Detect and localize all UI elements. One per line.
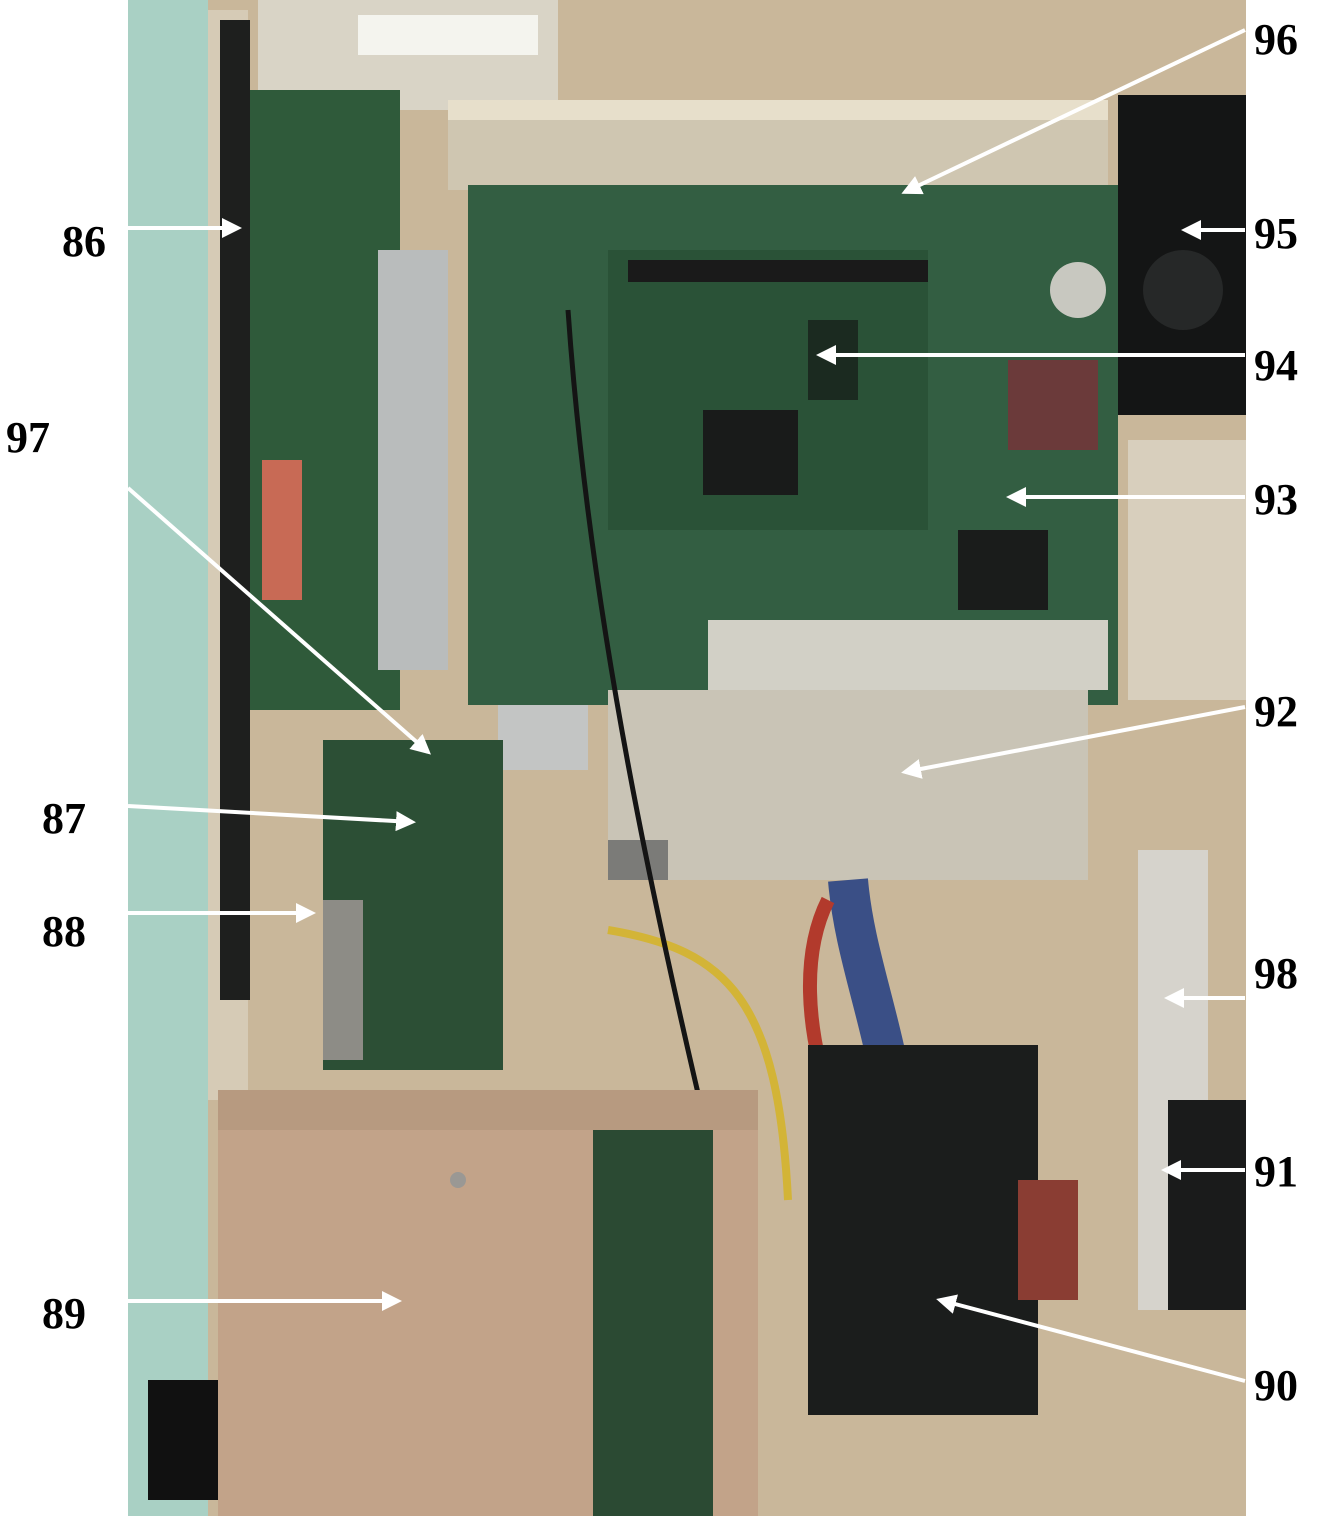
memory-slot <box>628 260 928 282</box>
dsub-connector <box>608 840 668 880</box>
callout-label-97: 97 <box>6 413 50 462</box>
callout-label-88: 88 <box>42 907 86 956</box>
relay-row <box>708 620 1108 690</box>
ribbon-cable-left <box>378 250 448 670</box>
arrow-96 <box>901 28 1246 195</box>
arrow-97 <box>126 486 432 755</box>
callout-label-86: 86 <box>62 217 106 266</box>
left-pcb-connector <box>262 460 302 600</box>
servo-terminal-block <box>1018 1180 1078 1300</box>
arrow-90 <box>936 1294 1246 1383</box>
board-chip-right <box>958 530 1048 610</box>
yellow-harness <box>607 926 792 1201</box>
right-bracket <box>1128 440 1246 700</box>
callout-label-92: 92 <box>1254 687 1298 736</box>
power-supply-screw <box>450 1172 466 1188</box>
spring-coil-assembly <box>323 900 363 1060</box>
heatsink <box>1008 360 1098 450</box>
callout-label-94: 94 <box>1254 341 1298 390</box>
arrow-92 <box>901 705 1246 779</box>
callout-label-98: 98 <box>1254 949 1298 998</box>
callout-label-93: 93 <box>1254 475 1298 524</box>
power-distribution-board <box>608 690 1088 880</box>
callout-label-89: 89 <box>42 1289 86 1338</box>
top-light-strip <box>358 15 538 55</box>
equipment-interior-photo <box>128 0 1246 1516</box>
servo-amplifier <box>808 1045 1038 1415</box>
callout-label-96: 96 <box>1254 15 1298 64</box>
callout-label-91: 91 <box>1254 1147 1298 1196</box>
power-supply-edge <box>218 1090 758 1130</box>
left-vertical-pcb <box>250 90 400 710</box>
right-dark-block <box>1168 1100 1246 1310</box>
left-black-strip <box>220 20 250 1000</box>
cpu-chip <box>703 410 798 495</box>
power-rocker-switch <box>148 1380 218 1500</box>
callout-label-95: 95 <box>1254 209 1298 258</box>
callout-label-87: 87 <box>42 794 86 843</box>
power-supply-side-pcb <box>593 1130 713 1516</box>
arrow-87 <box>127 804 416 832</box>
cabinet-wall-left <box>128 0 218 1516</box>
callout-label-90: 90 <box>1254 1361 1298 1410</box>
main-top-rail-edge <box>448 100 1108 120</box>
fan-hub <box>1143 250 1223 330</box>
battery-cell <box>1050 262 1106 318</box>
